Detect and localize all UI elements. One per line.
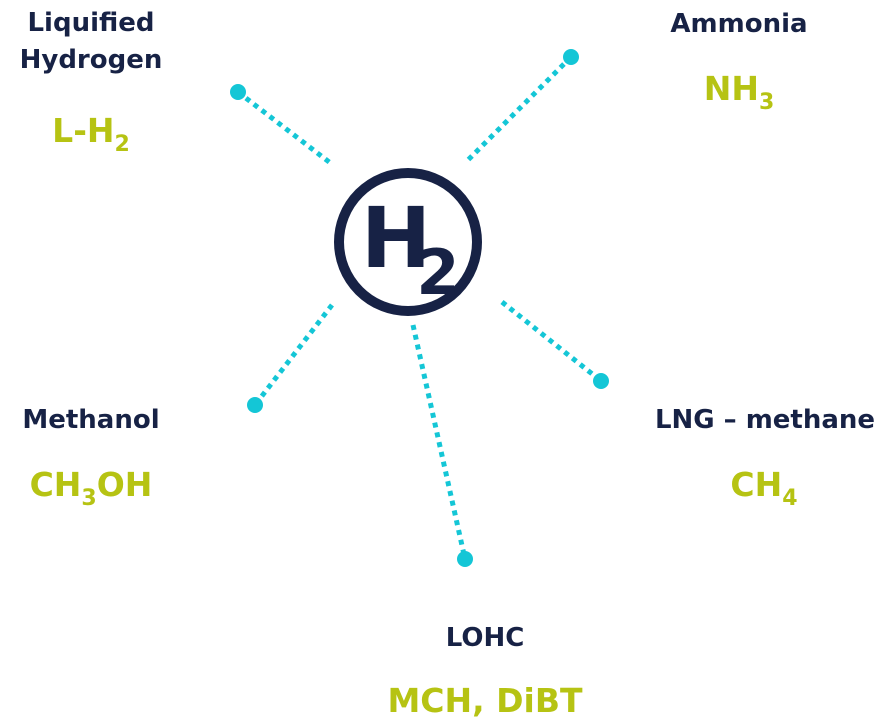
carrier-formula-liquified-hydrogen: L-H2 [41,111,141,165]
carrier-name-line2: Hydrogen [19,45,163,75]
carrier-name-text: LNG – methane [654,405,876,435]
connector-lng [500,300,603,383]
carrier-name-text: Ammonia [670,9,808,39]
connector-liquified-hydrogen [236,90,335,167]
hydrogen-logo-symbol: H [361,189,431,287]
formula-main: CH [730,465,783,504]
endpoint-ammonia [563,49,579,65]
carrier-name-text: LOHC [445,623,525,653]
connector-ammonia [463,55,573,165]
endpoint-lng [593,373,609,389]
hydrogen-logo-subscript: 2 [416,236,459,309]
carrier-formula-ammonia: NH3 [693,69,785,123]
endpoint-lohc [457,551,473,567]
formula-main: L-H [52,111,115,150]
carrier-name-text: Methanol [22,405,160,435]
formula-main: MCH, DiBT [387,681,583,720]
carrier-name-line1: Liquified [27,8,155,38]
formula-subscript: 4 [782,486,798,511]
formula-subscript: 2 [114,132,130,157]
carrier-name-ammonia: Ammonia [656,6,822,43]
formula-main: NH [703,69,759,108]
formula-subscript: 3 [758,90,775,115]
endpoint-methanol [247,397,263,413]
formula-subscript: 3 [81,486,97,511]
connector-lohc [410,324,468,560]
carrier-name-methanol: Methanol [11,402,171,439]
endpoint-liquified-hydrogen [230,84,246,100]
carrier-formula-lohc: MCH, DiBT [374,681,596,721]
connector-methanol [253,303,334,407]
carrier-formula-methanol: CH3OH [14,465,168,519]
formula-suffix: OH [96,465,153,504]
hydrogen-logo-ring [334,168,482,316]
formula-main: CH [29,465,82,504]
carrier-name-lng: LNG – methane [642,402,888,439]
carrier-formula-lng: CH4 [716,465,812,519]
carrier-name-liquified-hydrogen: Liquified Hydrogen [14,5,168,79]
hydrogen-logo-icon: H 2 [334,168,482,316]
carrier-name-lohc: LOHC [425,620,545,657]
